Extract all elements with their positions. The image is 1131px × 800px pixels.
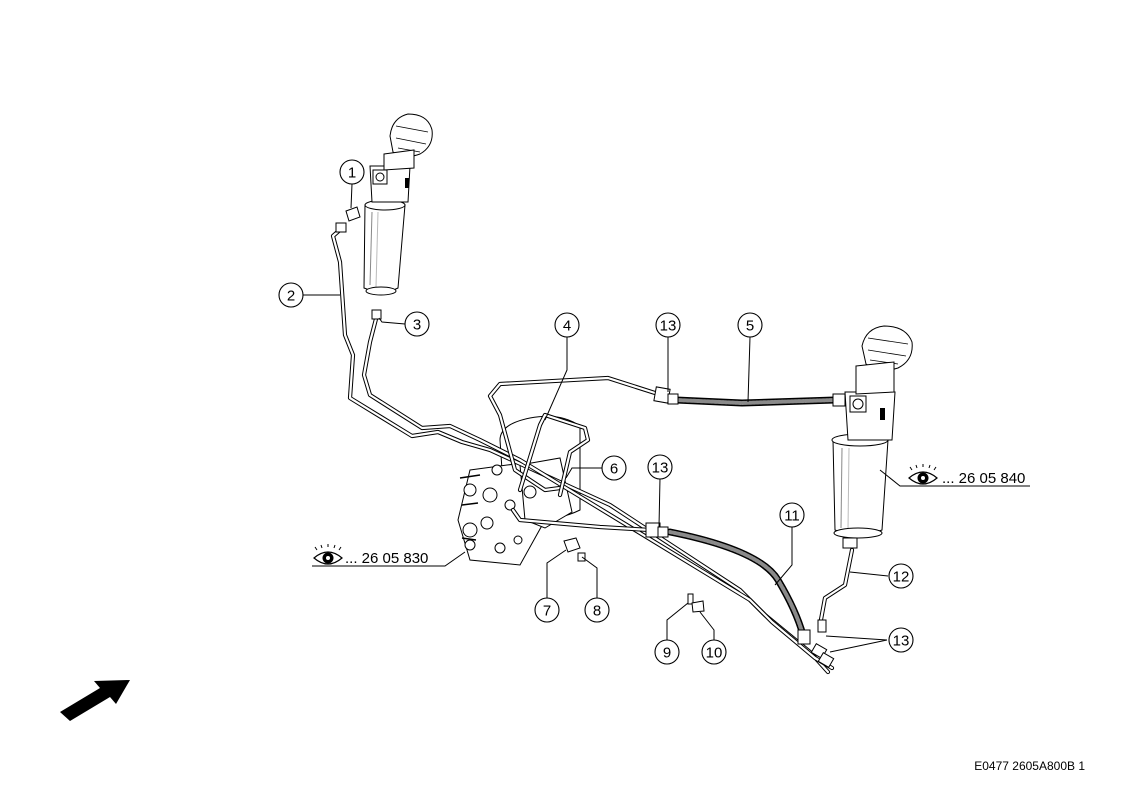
svg-text:... 26 05 840: ... 26 05 840: [942, 470, 1025, 487]
svg-text:... 26 05 830: ... 26 05 830: [345, 550, 428, 567]
callout-1: 1: [339, 159, 365, 185]
svg-text:2: 2: [287, 288, 295, 305]
callout-13-middle: 13: [647, 454, 673, 480]
svg-text:11: 11: [784, 508, 800, 525]
svg-text:7: 7: [543, 603, 551, 620]
svg-text:12: 12: [893, 569, 910, 586]
svg-text:10: 10: [706, 645, 723, 662]
pipe-4: [487, 375, 658, 493]
callout-12: 12: [888, 563, 914, 589]
reference-26-05-840: ... 26 05 840: [908, 464, 1025, 487]
fittings: [335, 222, 835, 669]
svg-text:13: 13: [660, 318, 677, 335]
svg-text:13: 13: [652, 460, 669, 477]
svg-text:5: 5: [746, 318, 754, 335]
callout-11: 11: [779, 502, 805, 528]
pipe-lower: [510, 507, 653, 533]
callout-6: 6: [601, 455, 627, 481]
hose-5: [653, 386, 846, 407]
callout-3: 3: [404, 311, 430, 337]
pipe-3: [361, 312, 835, 671]
callout-13-bottom: 13: [888, 627, 914, 653]
reference-26-05-830: ... 26 05 830: [313, 544, 428, 567]
drawing-code: E0477 2605A800B 1: [974, 759, 1085, 773]
eye-icon: [313, 544, 343, 565]
svg-text:1: 1: [348, 165, 356, 182]
pipe-1-stub: [345, 206, 361, 222]
callout-9: 9: [654, 639, 680, 665]
callout-2: 2: [278, 282, 304, 308]
leader-lines: [302, 183, 1030, 653]
pipe-6: [517, 412, 591, 498]
callout-4: 4: [554, 312, 580, 338]
callout-5: 5: [737, 312, 763, 338]
callout-13-top: 13: [655, 312, 681, 338]
arrow-icon: [60, 680, 130, 721]
callout-8: 8: [584, 597, 610, 623]
eye-icon: [908, 464, 938, 485]
pipe-12: [817, 547, 855, 628]
left-lift-cylinder: [363, 113, 433, 296]
svg-text:8: 8: [593, 603, 601, 620]
callout-10: 10: [701, 639, 727, 665]
svg-text:9: 9: [663, 645, 671, 662]
right-lift-cylinder: [831, 325, 913, 549]
svg-text:6: 6: [610, 461, 618, 478]
hose-11: [645, 522, 811, 645]
callout-7: 7: [534, 597, 560, 623]
svg-text:13: 13: [893, 633, 910, 650]
svg-text:4: 4: [563, 318, 571, 335]
svg-text:3: 3: [413, 317, 421, 334]
